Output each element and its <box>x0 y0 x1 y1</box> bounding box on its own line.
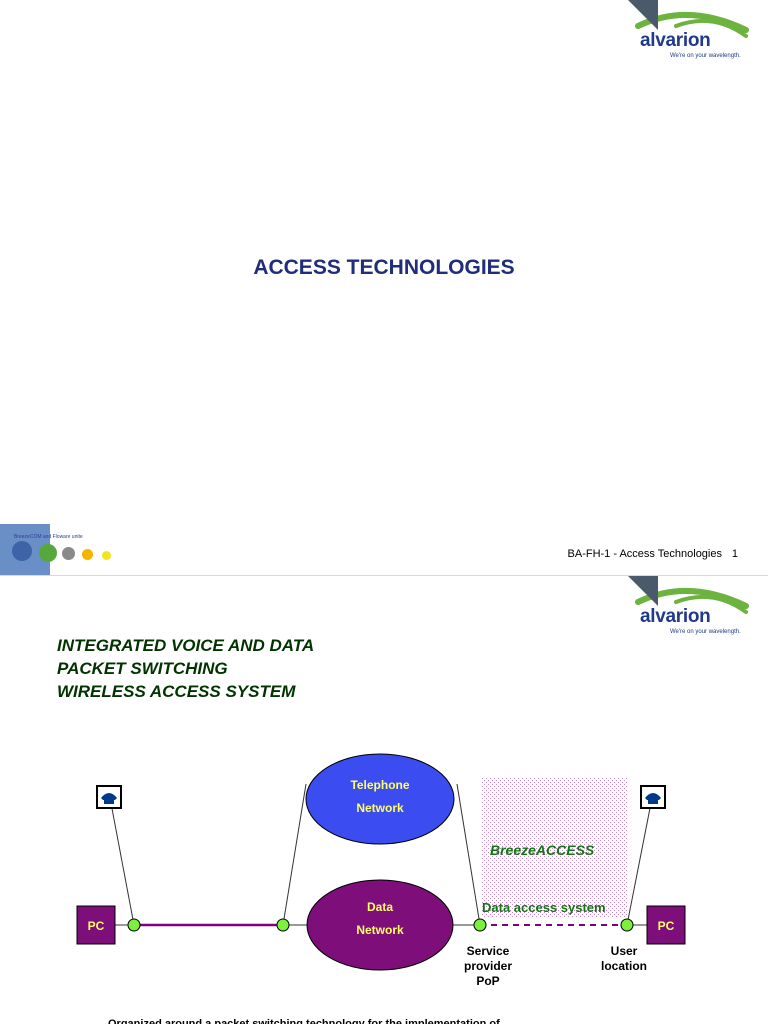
pc-left-label: PC <box>88 919 105 933</box>
telephone-network-label-1: Telephone <box>350 778 409 792</box>
alvarion-logo: alvarion We're on your wavelength. <box>628 0 768 70</box>
pc-right <box>646 905 686 945</box>
user-location-label-2: location <box>601 959 647 973</box>
breezeaccess-label: BreezeACCESS <box>490 842 595 858</box>
telephone-network-cloud <box>305 753 455 845</box>
service-provider-label-2: provider <box>464 959 512 973</box>
node-user-location <box>620 918 634 932</box>
alvarion-logo: alvarion We're on your wavelength. <box>628 576 768 646</box>
slide-divider <box>0 575 768 576</box>
telephone-network-label-2: Network <box>356 801 404 815</box>
headline-line-1: INTEGRATED VOICE AND DATA <box>57 636 315 655</box>
service-provider-label-1: Service <box>467 944 510 958</box>
phone-link-left <box>109 797 135 926</box>
footer-text: BA-FH-1 - Access Technologies <box>567 548 722 560</box>
data-network-label-2: Network <box>356 923 404 937</box>
telephone-link-left <box>282 783 307 926</box>
logo-tagline: We're on your wavelength. <box>670 53 741 59</box>
telephone-icon <box>96 785 122 809</box>
node-network-edge <box>276 918 290 932</box>
pc-right-label: PC <box>658 919 675 933</box>
network-diagram: Telephone Network Data Network PC PC Bre… <box>76 753 686 988</box>
content-slide: alvarion We're on your wavelength. INTEG… <box>0 576 768 1024</box>
headline-line-3: WIRELESS ACCESS SYSTEM <box>57 682 296 701</box>
page-number: 1 <box>731 548 738 560</box>
footer-logo-badge: BreezeCOM and Floware unite <box>0 524 135 576</box>
logo-wordmark: alvarion <box>640 30 711 51</box>
data-network-cloud <box>306 879 454 971</box>
data-network-label-1: Data <box>367 900 393 914</box>
title-slide: alvarion We're on your wavelength. ACCES… <box>0 0 768 576</box>
logo-wordmark: alvarion <box>640 606 711 627</box>
user-location-label-1: User <box>611 944 638 958</box>
telephone-link-right <box>456 783 481 926</box>
bottom-text-clipped: Organized around a packet switching tech… <box>108 1018 500 1024</box>
slide-title: ACCESS TECHNOLOGIES <box>253 256 515 279</box>
phone-link-right <box>626 797 653 926</box>
data-access-system-label: Data access system <box>482 900 606 915</box>
telephone-icon <box>640 785 666 809</box>
service-provider-label-3: PoP <box>476 974 499 988</box>
breezeaccess-area <box>482 778 627 918</box>
node-service-provider <box>473 918 487 932</box>
footer-logo-caption: BreezeCOM and Floware unite <box>14 534 83 540</box>
headline-line-2: PACKET SWITCHING <box>57 659 228 678</box>
pc-left <box>76 905 116 945</box>
node-left <box>127 918 141 932</box>
logo-tagline: We're on your wavelength. <box>670 629 741 635</box>
